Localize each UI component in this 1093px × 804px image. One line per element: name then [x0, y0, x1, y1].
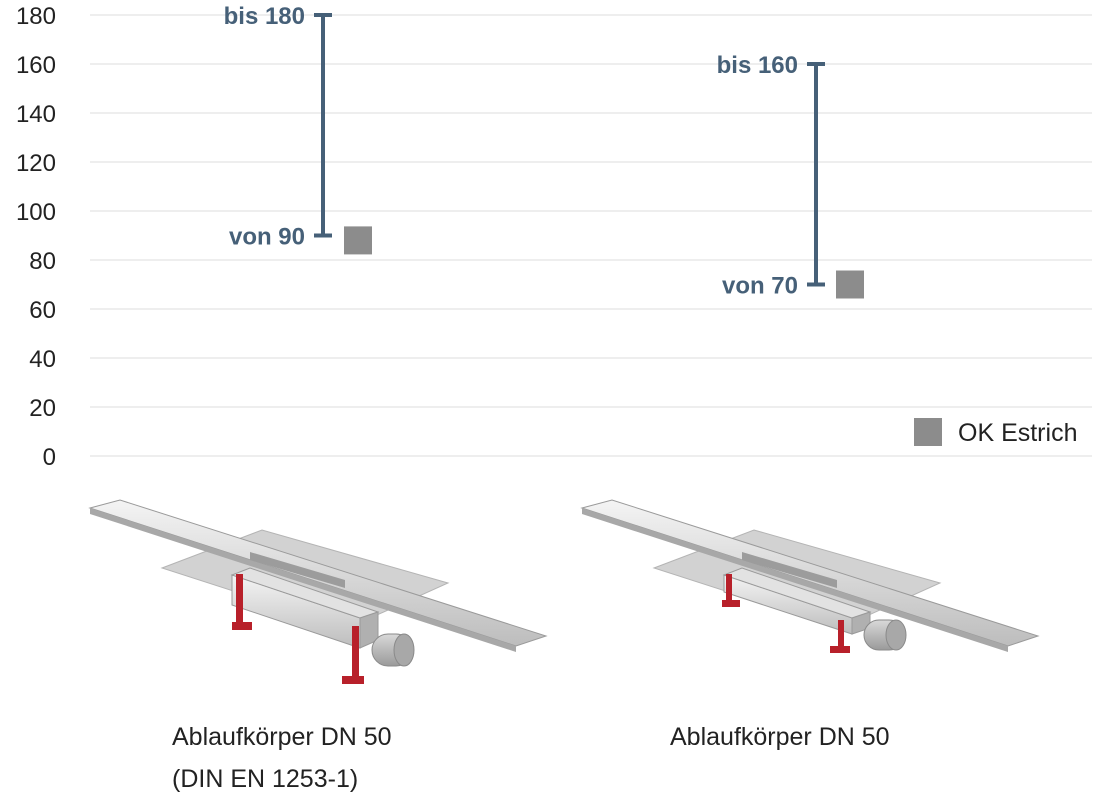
- y-tick-label: 160: [16, 52, 56, 79]
- category-label-2: Ablaufkörper DN 50: [670, 716, 890, 758]
- category-label-1: Ablaufkörper DN 50 (DIN EN 1253-1): [172, 716, 392, 800]
- range-min-label: von 70: [722, 273, 798, 300]
- marker-series: [344, 226, 864, 299]
- legend-swatch: [914, 418, 942, 446]
- y-tick-label: 140: [16, 101, 56, 128]
- y-axis-ticks: 0 20 40 60 80 100 120 140 160 180: [16, 3, 56, 471]
- y-tick-label: 40: [29, 346, 56, 373]
- legend: OK Estrich: [914, 418, 1077, 447]
- y-tick-label: 20: [29, 395, 56, 422]
- drain-illustration-1: [88, 499, 548, 684]
- category-label-2-line1: Ablaufkörper DN 50: [670, 723, 890, 751]
- ok-estrich-marker: [836, 270, 864, 299]
- range-max-label: bis 180: [224, 3, 305, 30]
- y-tick-label: 80: [29, 248, 56, 275]
- category-label-1-line2: (DIN EN 1253-1): [172, 765, 359, 793]
- y-tick-label: 120: [16, 150, 56, 177]
- ok-estrich-marker: [344, 226, 372, 255]
- y-tick-label: 60: [29, 297, 56, 324]
- category-label-1-line1: Ablaufkörper DN 50: [172, 723, 392, 751]
- y-tick-label: 100: [16, 199, 56, 226]
- y-tick-label: 0: [43, 444, 56, 471]
- legend-label: OK Estrich: [958, 419, 1077, 447]
- y-tick-label: 180: [16, 3, 56, 30]
- range-min-label: von 90: [229, 224, 305, 251]
- range-max-label: bis 160: [717, 52, 798, 79]
- range-series: bis 180 von 90 bis 160 von 70: [224, 3, 825, 300]
- gridlines: [90, 14, 1092, 457]
- drain-illustration-2: [580, 499, 1040, 653]
